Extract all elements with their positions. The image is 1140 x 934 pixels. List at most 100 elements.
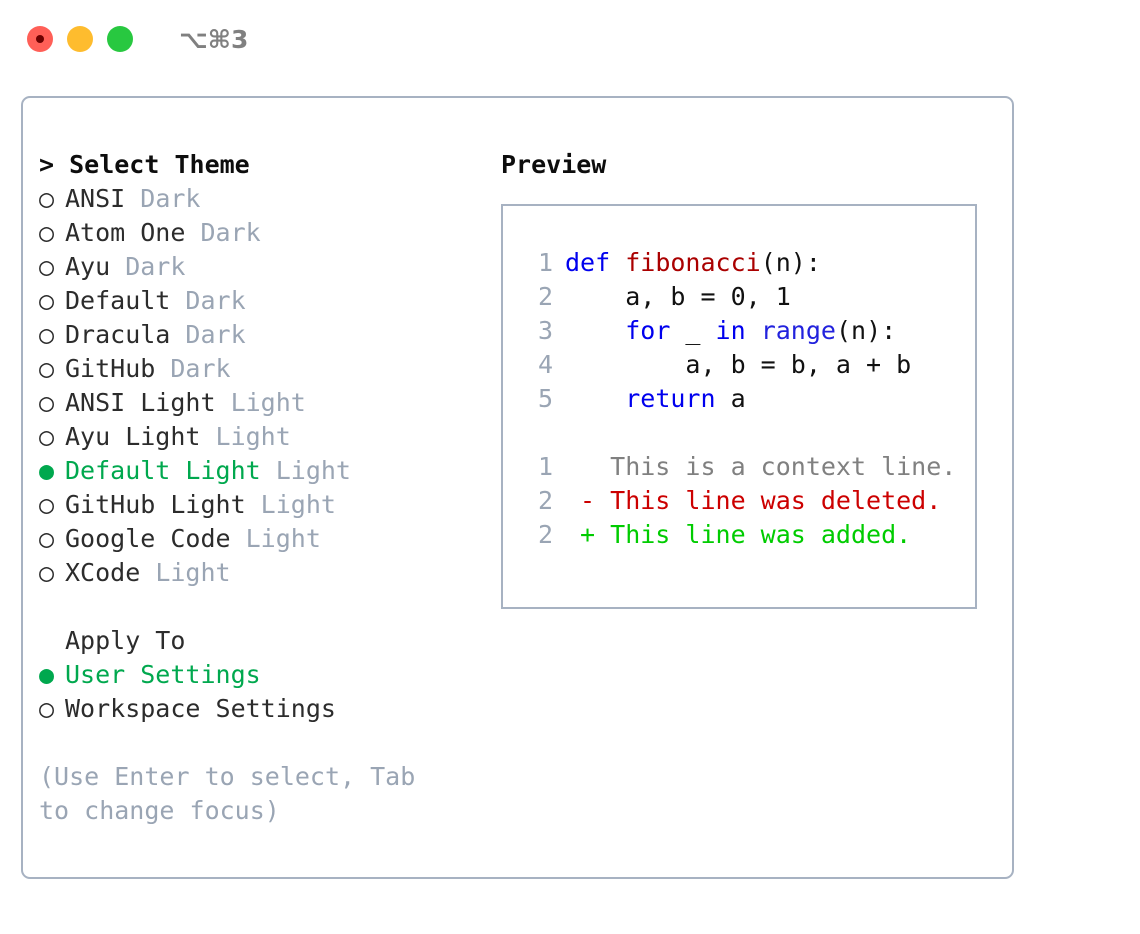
traffic-light-group (27, 26, 133, 52)
code-text: a, b = 0, 1 (565, 280, 791, 314)
token-kw: return (625, 384, 716, 413)
code-text: This is a context line. (565, 450, 956, 484)
line-number: 2 (537, 282, 553, 311)
line-number: 5 (537, 384, 553, 413)
theme-category-label: Light (230, 524, 321, 553)
token-plain (565, 384, 625, 413)
theme-category-label: Dark (155, 354, 231, 383)
code-text: return a (565, 382, 746, 416)
close-icon (36, 35, 44, 43)
apply-to-heading: Apply To (65, 626, 186, 655)
token-plain (565, 316, 625, 345)
theme-option-2[interactable]: ○Ayu Dark (39, 250, 489, 284)
diff-line-2: 2 + This line was added. (521, 518, 975, 552)
theme-option-10[interactable]: ○Google Code Light (39, 522, 489, 556)
theme-selector-panel: > Select Theme ○ANSI Dark○Atom One Dark○… (21, 96, 1014, 879)
theme-category-label: Light (245, 490, 336, 519)
theme-option-8[interactable]: ●Default Light Light (39, 454, 489, 488)
close-button[interactable] (27, 26, 53, 52)
line-number: 4 (537, 350, 553, 379)
token-del: - This line was deleted. (565, 486, 942, 515)
theme-option-9[interactable]: ○ GitHub Light Light (39, 488, 489, 522)
token-plain (746, 316, 761, 345)
theme-option-label: Atom One (65, 218, 186, 247)
theme-option-5[interactable]: ○ GitHub Dark (39, 352, 489, 386)
theme-option-1[interactable]: ○Atom One Dark (39, 216, 489, 250)
maximize-button[interactable] (107, 26, 133, 52)
radio-unselected-icon: ○ (39, 388, 55, 417)
theme-option-4[interactable]: ○Dracula Dark (39, 318, 489, 352)
theme-option-label: Dracula (65, 320, 171, 349)
token-plain (610, 248, 625, 277)
radio-unselected-icon: ○ (39, 558, 55, 587)
theme-option-label: GitHub (65, 354, 156, 383)
code-text: + This line was added. (565, 518, 911, 552)
token-add: + This line was added. (565, 520, 912, 549)
theme-option-label: Default (65, 286, 171, 315)
token-kw: in (715, 316, 746, 345)
radio-selected-icon: ● (39, 660, 55, 689)
radio-unselected-icon: ○ (39, 422, 55, 451)
keyboard-hint-text: (Use Enter to select, Tab to change focu… (39, 762, 416, 825)
radio-unselected-icon: ○ (39, 286, 55, 315)
theme-option-11[interactable]: ○XCode Light (39, 556, 489, 590)
radio-selected-icon: ● (39, 456, 55, 485)
theme-option-7[interactable]: ○ Ayu Light Light (39, 420, 489, 454)
theme-category-label: Dark (125, 184, 201, 213)
apply-to-option-label: User Settings (65, 660, 261, 689)
theme-option-label: GitHub Light (65, 490, 246, 519)
token-plain: a (715, 384, 746, 413)
diff-line-1: 2 - This line was deleted. (521, 484, 975, 518)
code-line-4: 5 return a (521, 382, 975, 416)
line-number: 3 (537, 316, 553, 345)
radio-unselected-icon: ○ (39, 184, 55, 213)
apply-to-list: ● User Settings ○ Workspace Settings (39, 658, 489, 726)
diff-line-0: 1 This is a context line. (521, 450, 975, 484)
code-line-2: 3 for _ in range(n): (521, 314, 975, 348)
apply-to-option-0[interactable]: ● User Settings (39, 658, 489, 692)
token-kw: def (565, 248, 611, 277)
radio-unselected-icon: ○ (39, 354, 55, 383)
radio-unselected-icon: ○ (39, 252, 55, 281)
token-ctx: This is a context line. (565, 452, 957, 481)
token-plain: a, b = 0, 1 (565, 282, 791, 311)
theme-option-6[interactable]: ○ ANSI Light Light (39, 386, 489, 420)
line-number: 1 (537, 452, 553, 481)
theme-option-3[interactable]: ○ Default Dark (39, 284, 489, 318)
line-number: 2 (537, 486, 553, 515)
diff-sample: 1 This is a context line.2 - This line w… (521, 450, 975, 552)
token-builtin: range (760, 316, 836, 345)
theme-category-label: Dark (110, 252, 186, 281)
theme-option-label: ANSI Light (65, 388, 216, 417)
apply-to-option-label: Workspace Settings (65, 694, 336, 723)
theme-option-label: Default Light (65, 456, 261, 485)
theme-category-label: Light (200, 422, 291, 451)
code-line-3: 4 a, b = b, a + b (521, 348, 975, 382)
keyboard-shortcut-label: ⌥⌘3 (179, 24, 249, 54)
theme-list-column: > Select Theme ○ANSI Dark○Atom One Dark○… (39, 148, 489, 828)
theme-category-label: Light (215, 388, 306, 417)
theme-category-label: Dark (170, 320, 246, 349)
select-theme-heading: > Select Theme (39, 150, 250, 179)
theme-option-0[interactable]: ○ANSI Dark (39, 182, 489, 216)
code-text: a, b = b, a + b (565, 348, 911, 382)
theme-list: ○ANSI Dark○Atom One Dark○Ayu Dark○Defaul… (39, 182, 489, 590)
theme-option-label: Ayu Light (65, 422, 201, 451)
radio-unselected-icon: ○ (39, 490, 55, 519)
token-kw: for (625, 316, 671, 345)
token-plain: _ (670, 316, 716, 345)
radio-unselected-icon: ○ (39, 524, 55, 553)
radio-unselected-icon: ○ (39, 218, 55, 247)
title-bar: ⌥⌘3 (0, 0, 1140, 78)
radio-unselected-icon: ○ (39, 694, 55, 723)
theme-category-label: Dark (170, 286, 246, 315)
minimize-button[interactable] (67, 26, 93, 52)
token-plain: (n): (835, 316, 897, 345)
apply-to-option-1[interactable]: ○ Workspace Settings (39, 692, 489, 726)
token-plain: a, b = b, a + b (565, 350, 912, 379)
line-number: 1 (537, 248, 553, 277)
